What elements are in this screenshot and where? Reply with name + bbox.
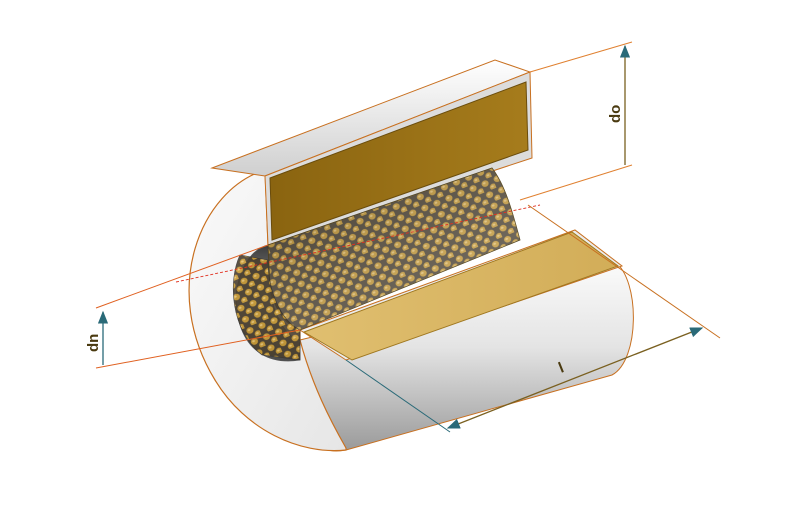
dimension-length: l xyxy=(446,327,704,429)
outer-top-extension xyxy=(529,41,633,73)
bore-shading xyxy=(268,168,520,330)
dimension-do: do xyxy=(607,44,631,165)
dn-label: dn xyxy=(85,334,102,352)
liner-cut-faces xyxy=(269,81,620,361)
centerline-axis xyxy=(175,204,541,283)
reference-lines xyxy=(95,41,721,433)
liner-lower-cut-face xyxy=(302,231,620,361)
length-label: l xyxy=(556,359,566,376)
do-label: do xyxy=(607,105,624,123)
liner-bore xyxy=(232,167,521,361)
length-start-extension xyxy=(345,359,451,433)
bore-bottom-extension xyxy=(95,329,301,369)
arrow-double-icon xyxy=(446,327,704,429)
bore-front-edge xyxy=(232,254,301,361)
dimension-dn: dn xyxy=(85,310,109,365)
bore-top-extension xyxy=(95,244,269,309)
outer-center-extension xyxy=(519,164,633,201)
length-end-extension xyxy=(527,204,721,339)
liner-upper-cut-face xyxy=(269,81,529,241)
